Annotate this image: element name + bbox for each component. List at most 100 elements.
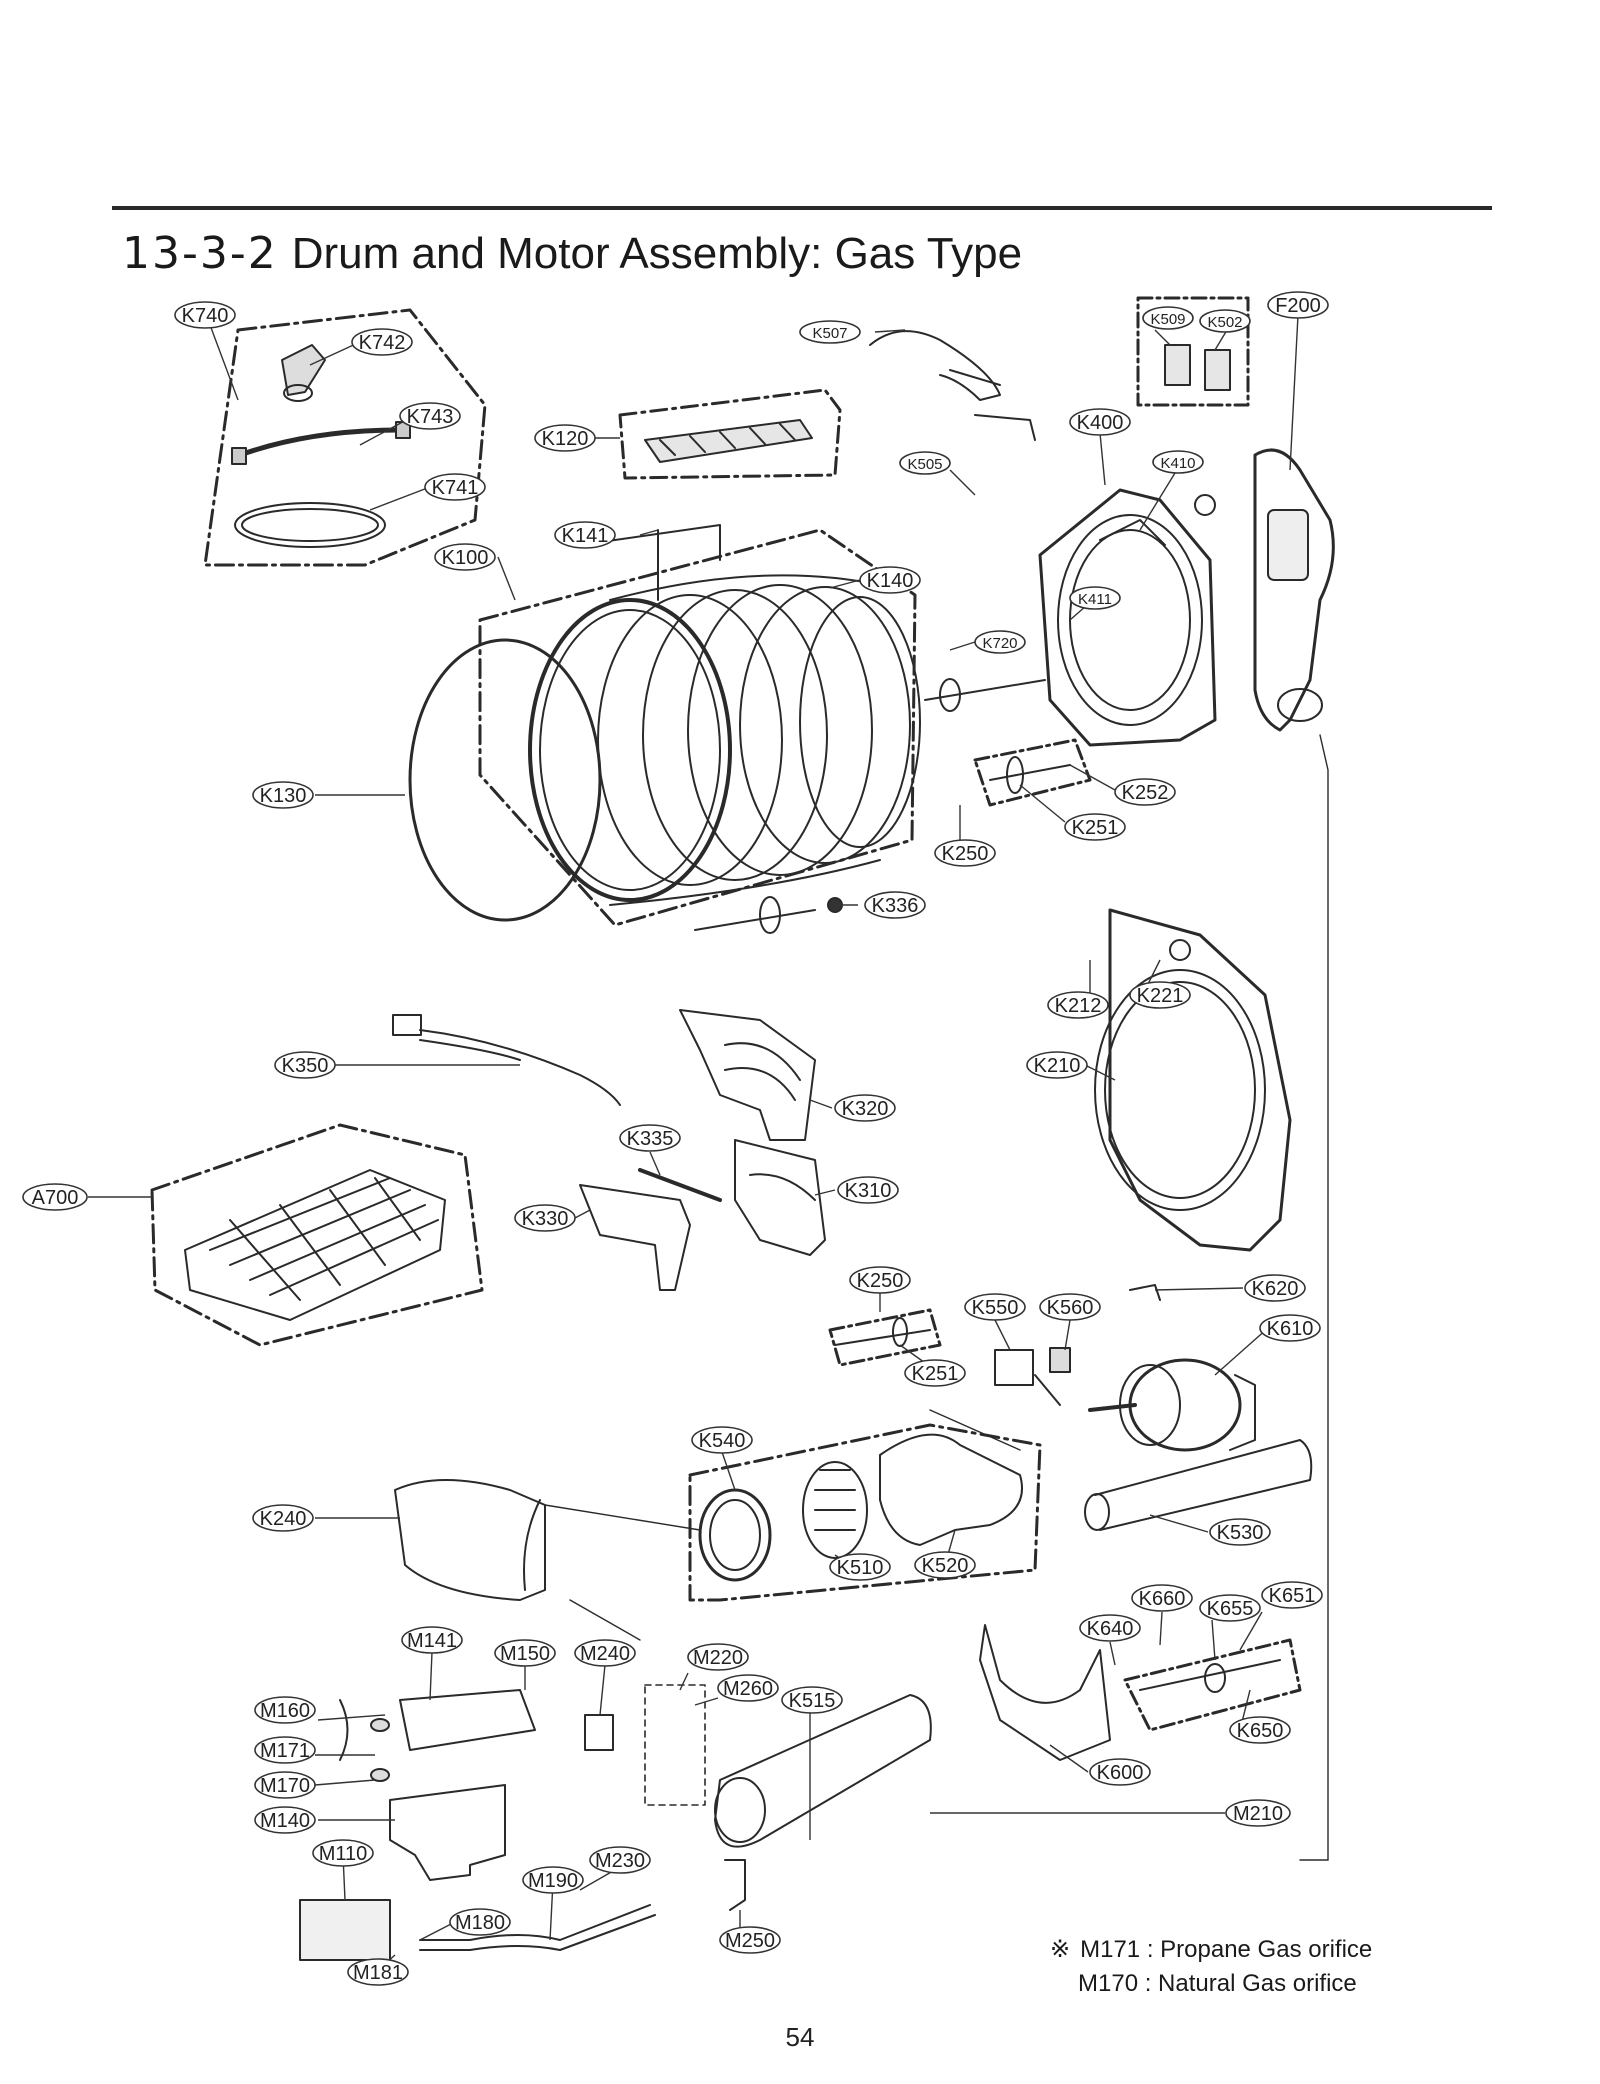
part-label-text: M210 (1233, 1803, 1283, 1825)
label-K210: K210 (1026, 1051, 1088, 1079)
part-label-text: K320 (842, 1098, 889, 1120)
label-K330: K330 (514, 1204, 576, 1232)
part-label-text: K740 (182, 305, 229, 327)
part-label-text: K743 (407, 406, 454, 428)
label-K741: K741 (424, 473, 486, 501)
part-label-text: K330 (522, 1208, 569, 1230)
label-K410: K410 (1152, 450, 1204, 474)
label-K212: K212 (1047, 991, 1109, 1019)
label-K335: K335 (619, 1124, 681, 1152)
part-label-text: M160 (260, 1700, 310, 1722)
label-M140: M140 (254, 1806, 316, 1834)
label-M160: M160 (254, 1696, 316, 1724)
lint-filter (394, 1479, 546, 1601)
bearing-group-upper (924, 678, 1092, 807)
part-label-text: K212 (1055, 995, 1102, 1017)
label-K560: K560 (1039, 1293, 1101, 1321)
label-K251-upper: K251 (1064, 813, 1126, 841)
part-label-text: K540 (699, 1430, 746, 1452)
label-K510: K510 (829, 1553, 891, 1581)
label-K743: K743 (399, 402, 461, 430)
hose-kit-group (203, 308, 487, 567)
part-label-text: K130 (260, 785, 307, 807)
label-K742: K742 (351, 328, 413, 356)
label-K651: K651 (1261, 1581, 1323, 1609)
part-label-text: K520 (922, 1555, 969, 1577)
part-label-text: M250 (725, 1930, 775, 1952)
part-label-text: K336 (872, 895, 919, 917)
part-label-text: K400 (1077, 412, 1124, 434)
part-label-text: K620 (1252, 1278, 1299, 1300)
label-K252: K252 (1114, 778, 1176, 806)
label-M260: M260 (717, 1674, 779, 1702)
label-K540: K540 (691, 1426, 753, 1454)
part-label-text: K141 (562, 525, 609, 547)
label-K509: K509 (1142, 306, 1194, 330)
part-label-text: M171 (260, 1740, 310, 1762)
part-label-text: M110 (319, 1843, 368, 1865)
part-label-text: K651 (1269, 1585, 1316, 1607)
label-M141: M141 (401, 1626, 463, 1654)
part-label-text: K250 (942, 843, 989, 865)
part-label-text: K251 (1072, 817, 1119, 839)
callout-labels: K740 K742 K743 K741 K507 K509 K502 F200 … (22, 291, 1329, 1986)
label-K400: K400 (1069, 408, 1131, 436)
label-K411: K411 (1069, 586, 1121, 610)
label-M180: M180 (449, 1908, 511, 1936)
part-label-text: K560 (1047, 1297, 1094, 1319)
part-label-text: M190 (528, 1870, 578, 1892)
filter-housing (734, 1139, 826, 1256)
base-tray (150, 1123, 484, 1347)
part-label-text: K411 (1078, 591, 1112, 608)
label-K251-lower: K251 (904, 1359, 966, 1387)
part-label-text: K741 (432, 477, 479, 499)
rear-frame (1094, 908, 1292, 1252)
part-label-text: K335 (627, 1128, 674, 1150)
switch-parts (994, 1347, 1071, 1406)
part-label-text: K600 (1097, 1762, 1144, 1784)
drum-shaft (694, 896, 843, 934)
label-K100: K100 (434, 543, 496, 571)
part-label-text: K250 (857, 1270, 904, 1292)
lifter-group (618, 388, 842, 480)
label-M170: M170 (254, 1771, 316, 1799)
gas-burner-parts (299, 1689, 656, 1961)
drum-group (408, 524, 921, 927)
label-K240: K240 (252, 1504, 314, 1532)
label-K130: K130 (252, 781, 314, 809)
label-K320: K320 (834, 1094, 896, 1122)
part-label-text: K640 (1087, 1618, 1134, 1640)
label-K650: K650 (1229, 1716, 1291, 1744)
label-K250-lower: K250 (849, 1266, 911, 1294)
part-label-text: M260 (723, 1678, 773, 1700)
part-label-text: K655 (1207, 1598, 1254, 1620)
label-K610: K610 (1259, 1314, 1321, 1342)
part-label-text: M170 (260, 1775, 310, 1797)
label-M250: M250 (719, 1926, 781, 1954)
label-M110: M110 (312, 1839, 374, 1867)
wire-harness (869, 330, 1036, 441)
page-number: 54 (785, 2022, 815, 2052)
label-M190: M190 (522, 1866, 584, 1894)
label-M230: M230 (589, 1846, 651, 1874)
label-K600: K600 (1089, 1758, 1151, 1786)
part-label-text: M150 (500, 1643, 550, 1665)
label-K502: K502 (1199, 309, 1251, 333)
label-M171: M171 (254, 1736, 316, 1764)
label-K720: K720 (974, 630, 1026, 654)
part-label-text: K510 (837, 1557, 884, 1579)
sensor-group (1136, 296, 1250, 407)
part-label-text: K515 (789, 1690, 836, 1712)
part-label-text: K530 (1217, 1522, 1264, 1544)
part-label-text: K240 (260, 1508, 307, 1530)
section-number: 13-3-2 (122, 228, 278, 279)
label-K640: K640 (1079, 1614, 1141, 1642)
label-M210: M210 (1225, 1799, 1291, 1827)
label-F200: F200 (1267, 291, 1329, 319)
label-K530: K530 (1209, 1518, 1271, 1546)
part-label-text: K210 (1034, 1055, 1081, 1077)
label-K740: K740 (174, 301, 236, 329)
part-label-text: K507 (812, 325, 847, 342)
note-line-2: M170 : Natural Gas orifice (1078, 1970, 1357, 1997)
